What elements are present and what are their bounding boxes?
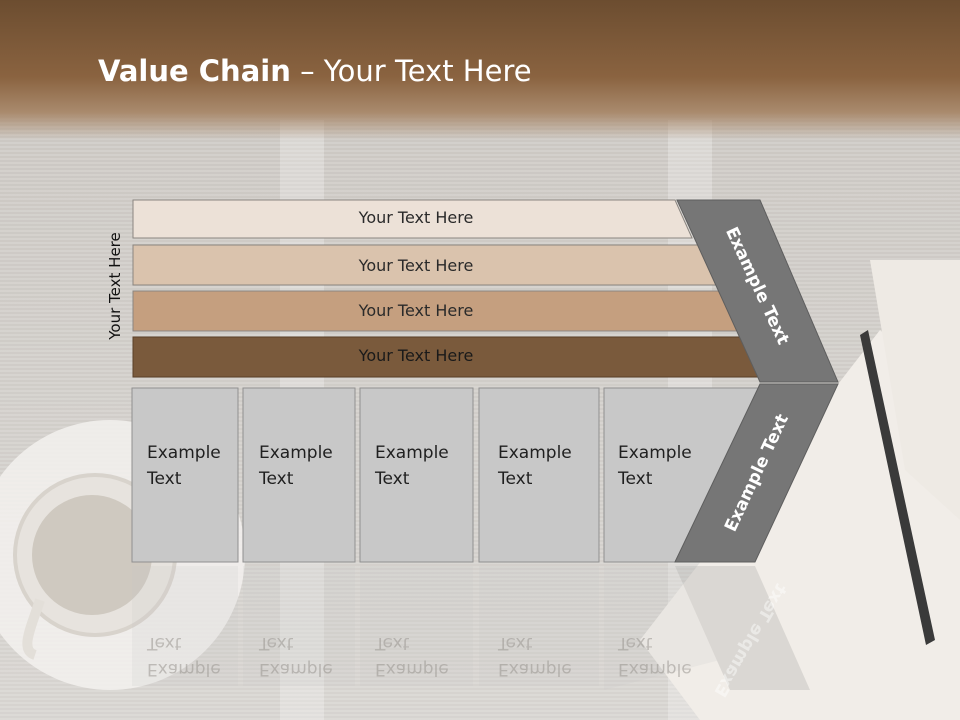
reflection — [132, 566, 810, 690]
title-rest: – Your Text Here — [290, 54, 532, 88]
pen-icon — [860, 330, 935, 645]
primary-cell-2 — [242, 387, 356, 563]
primary-cell-3 — [359, 387, 474, 563]
header-band — [0, 0, 960, 140]
chevron-upper — [676, 199, 839, 383]
support-row-1 — [132, 199, 693, 239]
vertical-label: Your Text Here — [106, 232, 124, 340]
chevron-lower — [674, 383, 839, 563]
slide-title: Value Chain – Your Text Here — [98, 54, 532, 88]
title-bold: Value Chain — [98, 54, 291, 88]
support-row-2-label: Your Text Here — [358, 256, 474, 275]
primary-cell-1 — [131, 387, 239, 563]
support-row-4-label: Your Text Here — [358, 346, 474, 365]
primary-cell-4 — [478, 387, 600, 563]
support-row-3-label: Your Text Here — [358, 301, 474, 320]
support-row-1-label: Your Text Here — [358, 208, 474, 227]
